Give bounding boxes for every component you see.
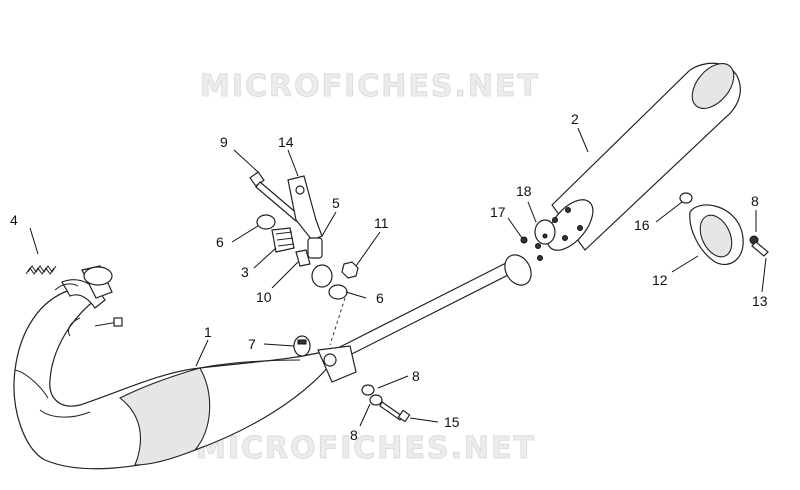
callout-15: 15 [444,414,460,430]
washer-clamp [679,192,693,204]
callout-13: 13 [752,293,768,309]
bolt-long [249,171,301,222]
bolt-lower [379,401,403,421]
callout-18: 18 [516,183,532,199]
spacer [295,249,311,267]
callouts: 4 1 2 9 14 5 6 3 10 11 6 7 8 8 15 17 18 … [10,111,768,443]
washer-stack-1 [361,384,375,396]
washer-lower [328,284,348,300]
nut-upper [341,261,359,279]
callout-12: 12 [652,272,668,288]
gasket [534,219,556,261]
callout-17: 17 [490,204,506,220]
callout-1: 1 [204,324,212,340]
callout-8-middle: 8 [412,368,420,384]
washer-stack-2 [369,394,383,406]
exhaust-header-pipe [13,261,515,470]
callout-5: 5 [332,195,340,211]
callout-10: 10 [256,289,272,305]
callout-4: 4 [10,212,18,228]
callout-3: 3 [241,264,249,280]
washer-upper [256,214,276,230]
watermark-bottom: MICROFICHES.NET [196,431,536,466]
callout-6-lower: 6 [376,290,384,306]
callout-8-right: 8 [751,193,759,209]
callout-7: 7 [248,336,256,352]
pipe-flange [504,254,532,286]
watermark-top: MICROFICHES.NET [200,69,540,104]
callout-14: 14 [278,134,294,150]
small-nut [520,236,528,244]
callout-6-upper: 6 [216,234,224,250]
callout-16: 16 [634,217,650,233]
spring [25,265,57,275]
mounting-bracket [287,175,323,241]
rubber-damper [271,227,295,253]
clamp-bolt [749,235,769,257]
callout-11: 11 [374,215,389,231]
silencer-clamp [689,204,744,266]
callout-9: 9 [220,134,228,150]
nut-lower [293,335,311,357]
callout-2: 2 [571,111,579,127]
leader-lines [29,127,767,427]
silencer [546,62,741,251]
bushing [307,237,333,288]
callout-8-bottom: 8 [350,427,358,443]
